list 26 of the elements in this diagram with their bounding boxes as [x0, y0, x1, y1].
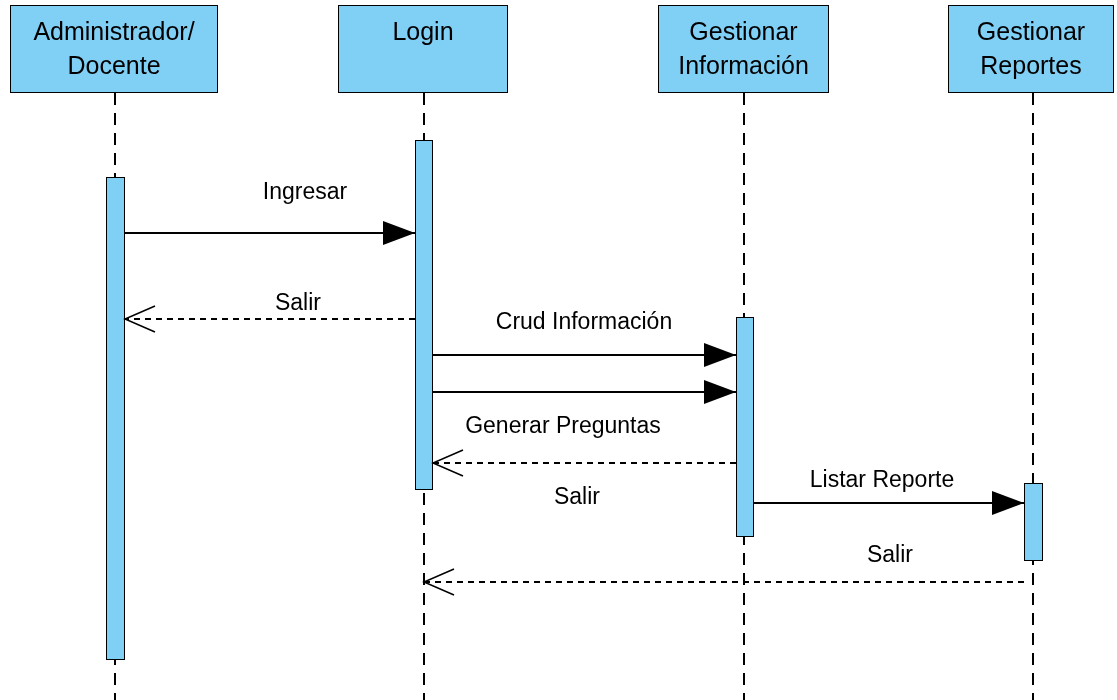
activation-bar	[106, 177, 125, 660]
activation-bar	[736, 317, 754, 537]
message-arrow	[432, 343, 737, 367]
message-arrow	[432, 380, 737, 404]
participant-name: Gestionar Información	[677, 16, 810, 81]
participant-box	[948, 5, 1114, 93]
participant-name: Administrador/ Docente	[32, 16, 196, 81]
message-label: Salir	[867, 541, 913, 567]
message-arrow	[124, 221, 416, 245]
return-arrow	[124, 305, 416, 333]
participant-box	[658, 5, 829, 93]
message-arrow	[753, 491, 1025, 515]
return-arrow	[423, 568, 1025, 596]
message-label: Listar Reporte	[809, 466, 955, 492]
return-arrow	[432, 449, 737, 477]
message-label: Crud Información	[495, 308, 673, 334]
message-label: Salir	[554, 483, 600, 509]
participant-box	[338, 5, 508, 93]
activation-bar	[415, 140, 433, 490]
message-label: Salir	[275, 289, 321, 315]
message-label: Ingresar	[262, 178, 348, 204]
participant-box	[10, 5, 218, 93]
activation-bar	[1024, 483, 1043, 561]
participant-name: Gestionar Reportes	[975, 16, 1087, 81]
message-label: Generar Preguntas	[465, 412, 661, 438]
participant-name: Login	[392, 16, 454, 47]
